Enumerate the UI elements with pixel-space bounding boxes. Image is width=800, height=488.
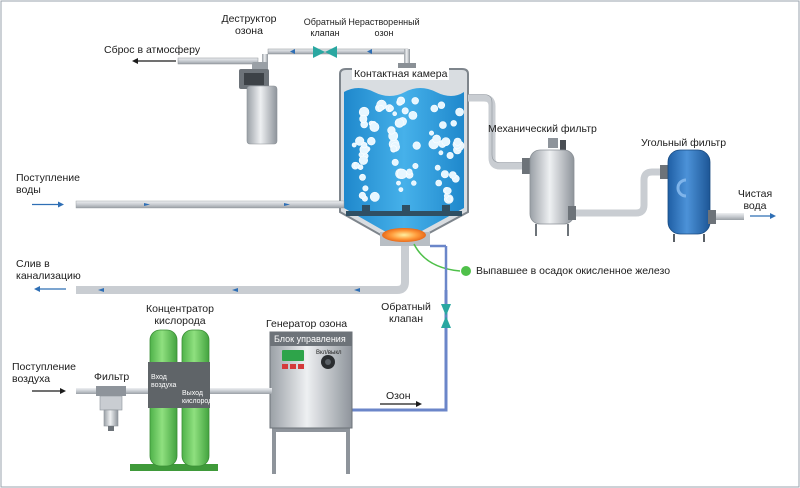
ozone-bubble xyxy=(396,180,401,186)
ozone-bubble xyxy=(438,150,444,156)
iron-callout xyxy=(413,243,471,276)
oxygen-concentrator xyxy=(76,329,272,471)
ozone-bubble xyxy=(428,130,434,136)
label-precipitated-iron: Выпавшее в осадок окисленное железо xyxy=(476,265,671,277)
ozone-bubble xyxy=(367,137,376,146)
ozone-bubble xyxy=(358,155,369,165)
ozone-bubble xyxy=(358,191,367,200)
label-carbon-filter: Угольный фильтр xyxy=(641,137,727,149)
ozone-bubble xyxy=(353,162,360,169)
ozone-bubble xyxy=(397,168,408,179)
ozone-bubble xyxy=(390,145,398,153)
ozone-bubble xyxy=(411,180,417,186)
ozone-bubble xyxy=(398,187,404,192)
arrow-top-flow-icon xyxy=(290,49,372,54)
label-ozone-generator: Генератор озона xyxy=(266,318,348,330)
air-filter xyxy=(96,386,126,431)
label-oxygen-outlet-tag: Выход кислорода xyxy=(182,390,217,405)
ozone-line xyxy=(350,244,451,412)
label-contact-chamber: Контактная камера xyxy=(352,68,450,80)
contact-chamber xyxy=(339,68,469,246)
ozone-bubble xyxy=(448,171,457,179)
ozone-bubble xyxy=(401,107,409,115)
ozone-bubble xyxy=(412,163,419,170)
ozone-bubble xyxy=(377,105,384,112)
ozone-bubble xyxy=(361,142,368,149)
carbon-filter xyxy=(667,149,744,242)
ozone-bubble xyxy=(408,111,418,120)
label-oxygen-concentrator: Концентратор кислорода xyxy=(146,303,214,327)
ozone-bubble xyxy=(446,196,453,202)
ozone-bubble xyxy=(411,97,419,105)
ozone-destructor-unit xyxy=(239,62,278,145)
water-inlet-pipe xyxy=(32,200,345,209)
arrow-air-inlet-icon xyxy=(32,388,66,394)
label-control-unit: Блок управления xyxy=(274,334,346,344)
ozone-bubble xyxy=(406,168,413,175)
ozone-bubble xyxy=(369,191,380,202)
ozone-bubble xyxy=(362,185,369,192)
label-sewer-drain: Слив в канализацию xyxy=(16,258,81,282)
ozone-bubble xyxy=(453,137,462,146)
ozone-bubble xyxy=(351,142,357,148)
ozone-bubble xyxy=(396,96,406,105)
ozone-bubble xyxy=(392,111,398,116)
ozone-bubble xyxy=(446,152,454,160)
ozone-bubble xyxy=(391,158,399,166)
ozone-bubble xyxy=(443,193,449,199)
ozone-bubble xyxy=(412,141,421,150)
ozone-bubble xyxy=(444,187,452,195)
label-filter: Фильтр xyxy=(94,371,130,383)
label-power-knob: Вкл/выкл xyxy=(316,350,342,356)
arrow-clean-water-icon xyxy=(750,213,776,219)
ozone-bubble xyxy=(430,104,439,113)
ozone-bubble xyxy=(387,126,396,135)
ozone-bubble xyxy=(434,164,441,171)
ozone-bubble xyxy=(441,137,451,146)
label-water-inlet: Поступление воды xyxy=(16,172,80,196)
label-check-valve-top: Обратный клапан xyxy=(303,17,347,38)
label-air-inlet: Поступление воздуха xyxy=(12,361,76,385)
ozone-bubble xyxy=(440,170,449,179)
arrow-atmosphere-icon xyxy=(132,58,176,64)
ozone-bubble xyxy=(439,121,447,129)
label-clean-water: Чистая вода xyxy=(737,188,773,212)
ozone-bubble xyxy=(388,105,394,112)
ozone-bubble xyxy=(455,107,464,117)
check-valve-top-icon xyxy=(313,46,337,58)
ozone-bubble xyxy=(432,134,441,144)
ozone-bubble xyxy=(437,101,446,109)
ozone-bubble xyxy=(369,122,380,132)
label-check-valve-bottom: Обратный клапан xyxy=(381,301,431,325)
ozone-bubble xyxy=(359,114,368,123)
pipe-mech-to-carbon xyxy=(576,165,668,217)
label-air-inlet-tag: Вход воздуха xyxy=(151,374,177,389)
drain-pipe xyxy=(34,246,409,294)
mechanical-filter xyxy=(529,138,576,236)
ozone-bubble xyxy=(435,179,443,187)
ozone-bubble xyxy=(450,120,457,127)
ozone-bubble xyxy=(359,173,366,181)
label-ozone-destructor: Деструктор озона xyxy=(221,13,277,37)
label-atmosphere-release: Сброс в атмосферу xyxy=(104,44,201,56)
ozone-generator xyxy=(269,331,353,474)
label-undissolved-ozone: Нераство­ренный озон xyxy=(348,17,420,38)
label-ozone: Озон xyxy=(386,390,411,402)
ozone-bubble xyxy=(394,118,405,128)
top-gas-piping xyxy=(177,48,416,69)
pipe-chamber-to-mech xyxy=(468,94,530,174)
label-mechanical-filter: Механический фильтр xyxy=(488,123,597,135)
